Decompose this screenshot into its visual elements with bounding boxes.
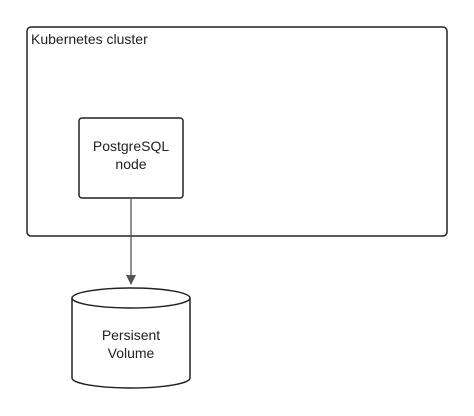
postgresql-node-label-line1: PostgreSQL bbox=[93, 138, 169, 154]
postgresql-node-group[interactable]: PostgreSQL node bbox=[78, 117, 184, 199]
persistent-volume-label-line1: Persisent bbox=[102, 327, 160, 343]
persistent-volume-top bbox=[71, 287, 191, 309]
persistent-volume-label-line2: Volume bbox=[108, 345, 155, 361]
kubernetes-cluster-label: Kubernetes cluster bbox=[31, 31, 148, 47]
postgresql-node-label-line2: node bbox=[115, 156, 146, 172]
persistent-volume-cylinder[interactable] bbox=[71, 298, 191, 389]
persistent-volume-group[interactable]: Persisent Volume bbox=[71, 287, 191, 389]
